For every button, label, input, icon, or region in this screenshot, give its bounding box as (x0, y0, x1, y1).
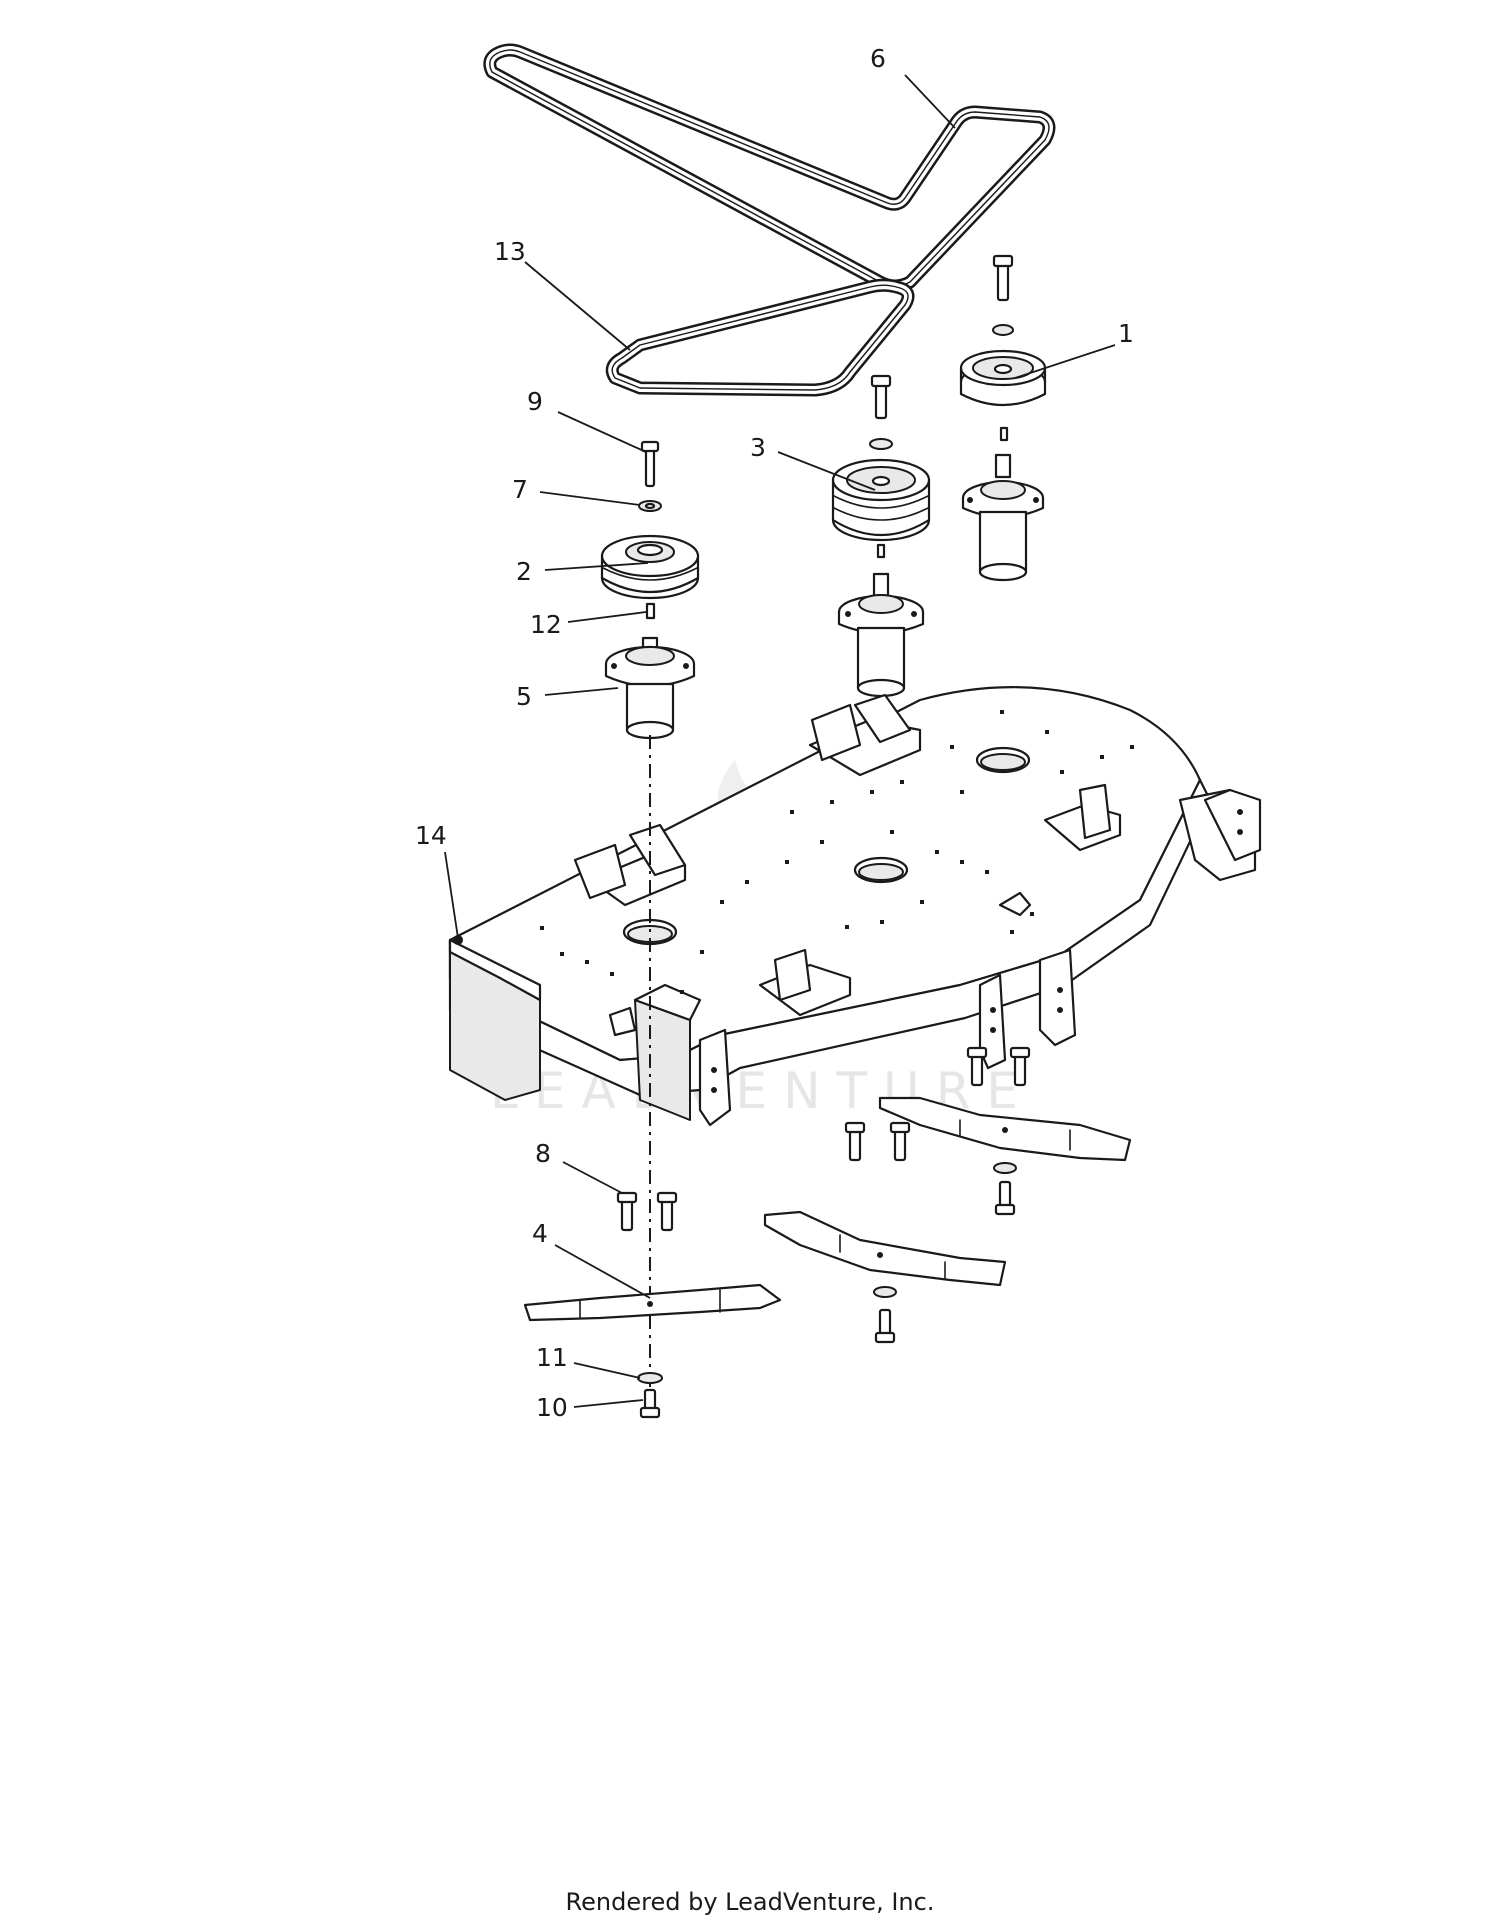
callout-6: 6 (870, 44, 886, 73)
right-spindle-stack (959, 254, 1047, 582)
belt-small (605, 278, 915, 397)
callout-9: 9 (527, 387, 543, 416)
callout-4: 4 (532, 1219, 548, 1248)
mower-deck (448, 686, 1262, 1127)
left-spindle-stack (600, 440, 700, 740)
center-spindle-stack (831, 374, 931, 698)
callout-13: 13 (494, 237, 526, 266)
callouts: 1 2 3 4 5 6 7 8 9 10 11 12 13 14 (415, 44, 1134, 1422)
blade-center (763, 1210, 1007, 1344)
callout-1: 1 (1118, 319, 1134, 348)
callout-11: 11 (536, 1343, 568, 1372)
callout-12: 12 (530, 610, 562, 639)
callout-8: 8 (535, 1139, 551, 1168)
callout-10: 10 (536, 1393, 568, 1422)
footer-credit: Rendered by LeadVenture, Inc. (565, 1888, 935, 1916)
callout-7: 7 (512, 475, 528, 504)
callout-2: 2 (516, 557, 532, 586)
blade-right-upper (878, 1096, 1132, 1216)
callout-14: 14 (415, 821, 447, 850)
callout-5: 5 (516, 682, 532, 711)
blade-left (523, 1283, 782, 1322)
callout-3: 3 (750, 433, 766, 462)
belt-large (483, 43, 1056, 293)
blade-washer-bolt-left (637, 1372, 663, 1419)
deck-holes (540, 710, 1134, 994)
blade-bolts-left (616, 1191, 678, 1232)
deck-bolts-right (844, 1046, 1031, 1162)
